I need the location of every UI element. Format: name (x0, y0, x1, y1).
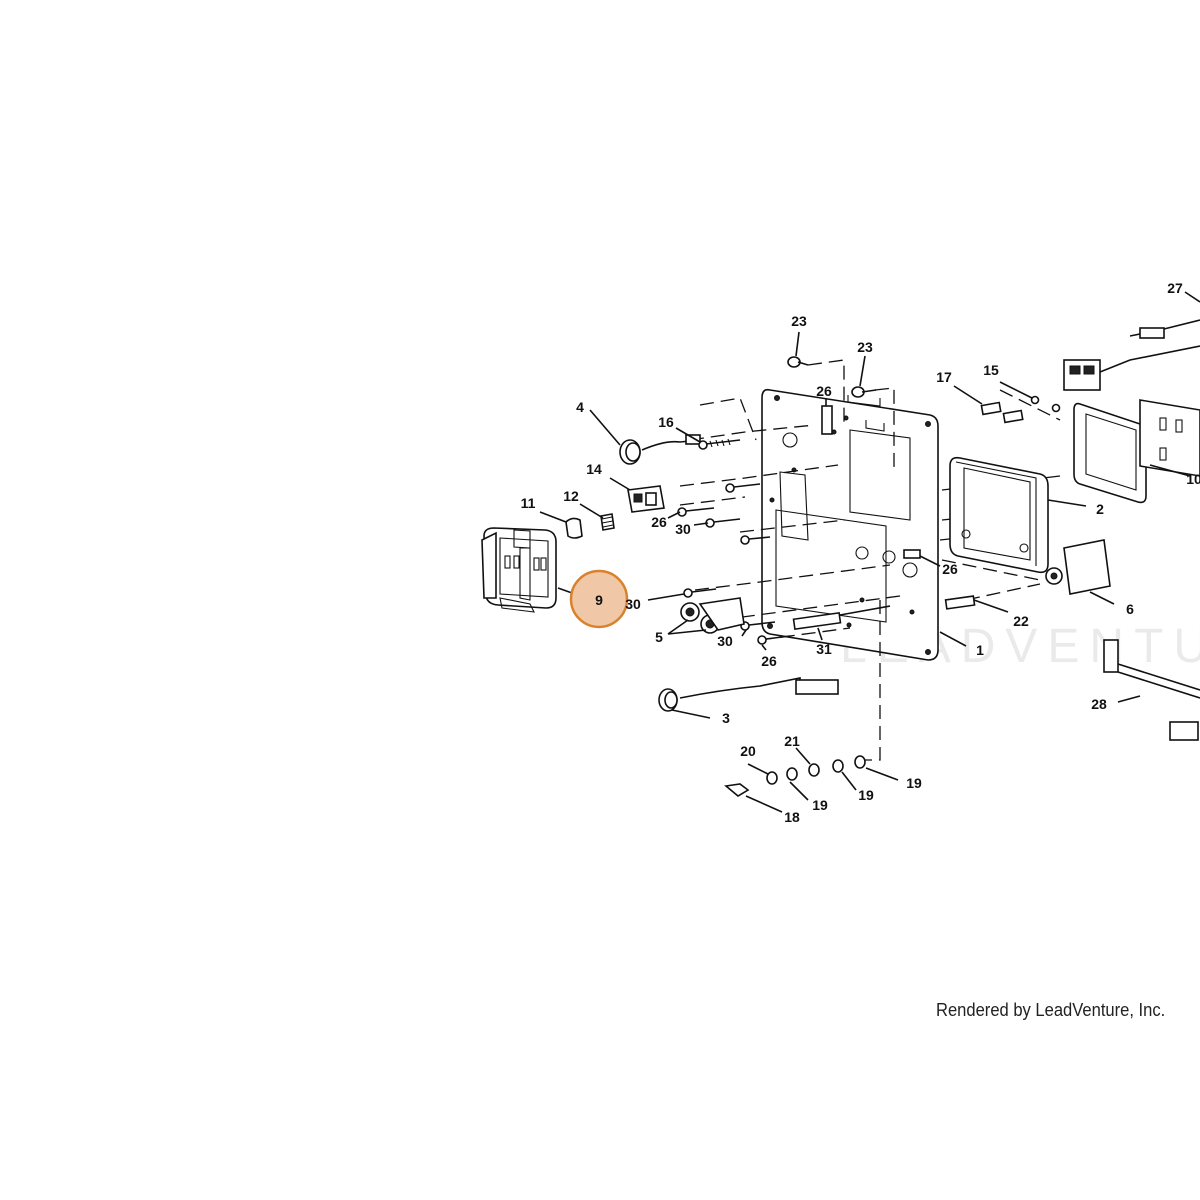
callout-3[interactable]: 3 (722, 710, 730, 726)
callout-26c[interactable]: 26 (942, 561, 958, 577)
callout-1[interactable]: 1 (976, 642, 984, 658)
washers-group (724, 747, 899, 813)
callout-10[interactable]: 10 (1186, 471, 1200, 487)
terminal-posts-part-5 (667, 597, 745, 635)
circuit-breaker-part-6 (1045, 539, 1115, 605)
callout-6[interactable]: 6 (1126, 601, 1134, 617)
callout-12[interactable]: 12 (563, 488, 579, 504)
screw-part-16 (675, 427, 741, 450)
callout-11[interactable]: 11 (521, 495, 536, 511)
fuse-holder-part-31 (792, 605, 891, 641)
callout-9[interactable]: 9 (595, 592, 603, 608)
screws-part-23 (787, 331, 877, 398)
callout-16[interactable]: 16 (658, 414, 674, 430)
callout-26b[interactable]: 26 (651, 514, 667, 530)
callout-30c[interactable]: 30 (717, 633, 733, 649)
indicator-part-3 (658, 677, 839, 719)
callout-15[interactable]: 15 (983, 362, 999, 378)
callout-31[interactable]: 31 (816, 641, 832, 657)
screws-left-group (647, 483, 791, 651)
control-module-part-2 (949, 456, 1087, 574)
spacers-part-17 (953, 385, 1024, 424)
screw-top-part-26 (821, 398, 833, 435)
callout-5[interactable]: 5 (655, 629, 663, 645)
leader-part-1 (939, 631, 967, 647)
callout-4[interactable]: 4 (576, 399, 584, 415)
callout-20[interactable]: 20 (740, 743, 756, 759)
indicator-light-part-4 (589, 409, 701, 465)
outlet-frame-part-10 (1073, 399, 1200, 504)
mounting-panel (761, 388, 939, 661)
callout-18[interactable]: 18 (784, 809, 800, 825)
clip-part-11 (539, 511, 583, 539)
highlight-circle-part-9[interactable] (569, 569, 629, 629)
callout-19c[interactable]: 19 (906, 775, 922, 791)
callout-30a[interactable]: 30 (675, 521, 691, 537)
callout-23a[interactable]: 23 (791, 313, 807, 329)
wire-harness-part-27 (1063, 291, 1200, 391)
switch-part-14 (609, 477, 665, 513)
cable-part-28 (1103, 639, 1200, 741)
callout-2[interactable]: 2 (1096, 501, 1104, 517)
callout-21[interactable]: 21 (784, 733, 800, 749)
nuts-part-15 (999, 381, 1061, 413)
callout-22[interactable]: 22 (1013, 613, 1029, 629)
callout-26d[interactable]: 26 (761, 653, 777, 669)
callout-19a[interactable]: 19 (812, 797, 828, 813)
spring-part-12 (579, 503, 615, 531)
credit-text: Rendered by LeadVenture, Inc. (936, 1000, 1166, 1020)
callout-14[interactable]: 14 (586, 461, 602, 477)
callout-28[interactable]: 28 (1091, 696, 1107, 712)
callout-19b[interactable]: 19 (858, 787, 874, 803)
callout-23b[interactable]: 23 (857, 339, 873, 355)
screw-part-22 (944, 595, 1009, 613)
callout-30b[interactable]: 30 (625, 596, 641, 612)
callout-27[interactable]: 27 (1167, 280, 1183, 296)
screw-right-part-26 (903, 549, 941, 567)
callout-17[interactable]: 17 (936, 369, 952, 385)
callout-26a[interactable]: 26 (816, 383, 832, 399)
